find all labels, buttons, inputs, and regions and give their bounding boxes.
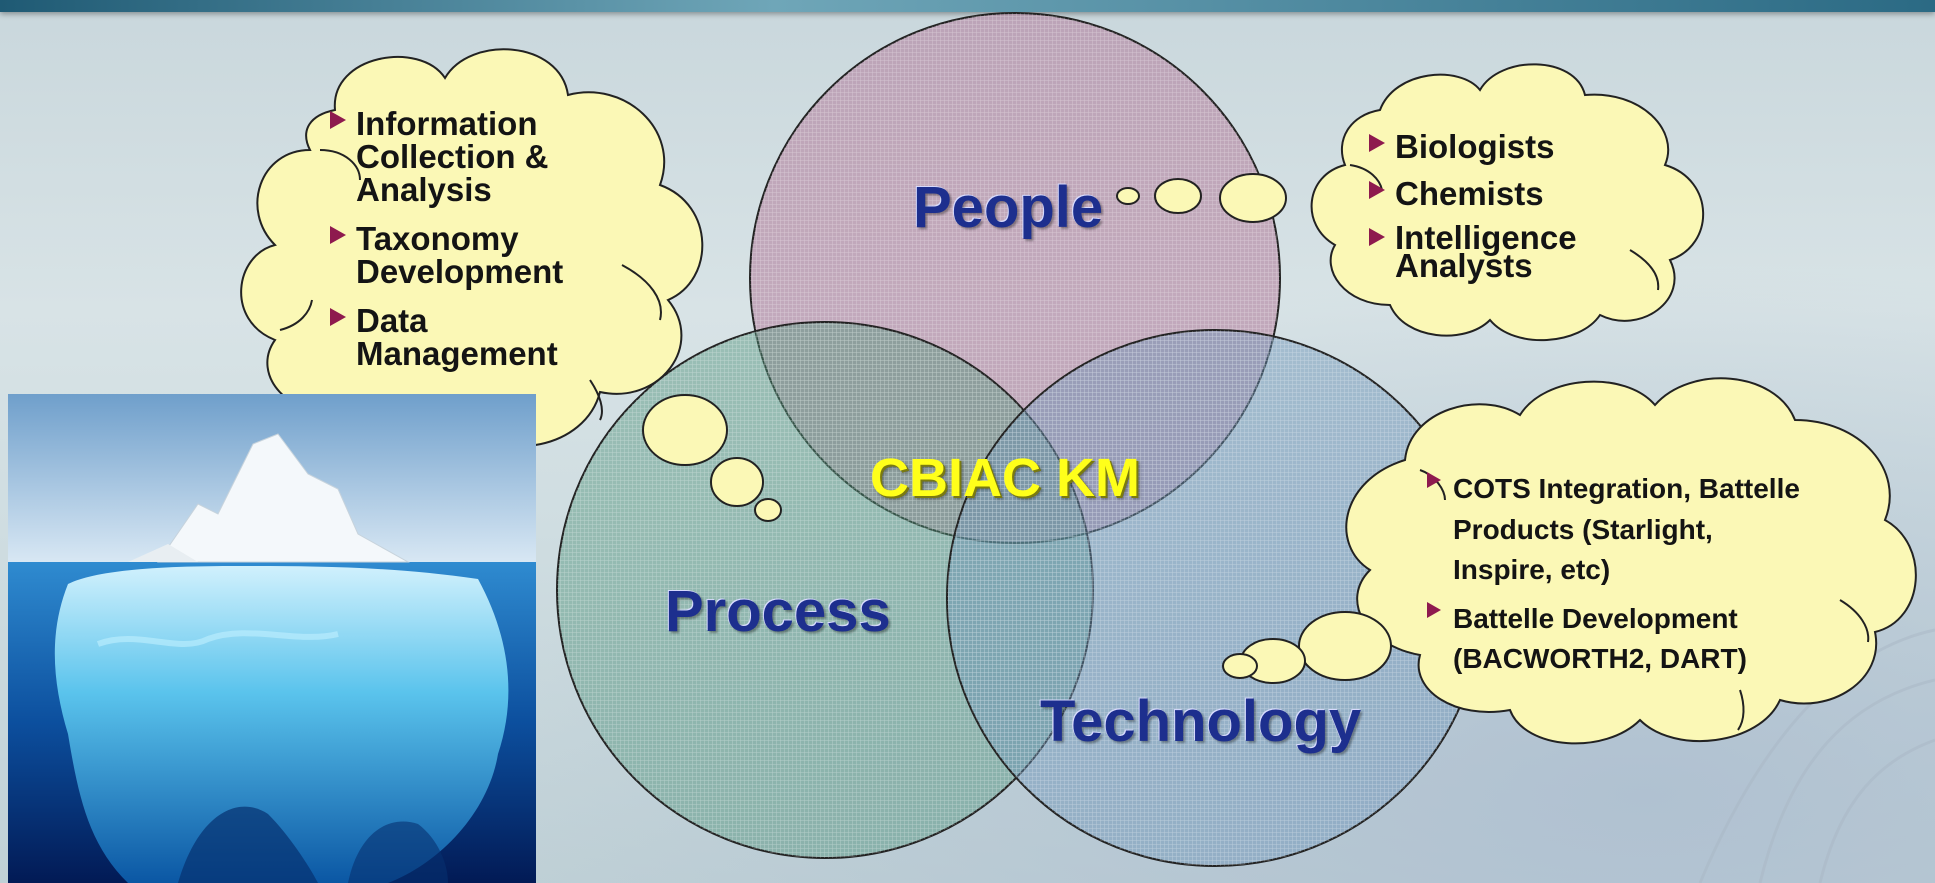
technology-thought-cloud xyxy=(1222,377,1917,745)
bullet-arrow-icon xyxy=(1427,602,1441,619)
list-item: Taxonomy Development xyxy=(330,222,620,288)
technology-bullet-list: COTS Integration, Battelle Products (Sta… xyxy=(1427,469,1807,688)
bullet-arrow-icon xyxy=(1427,472,1441,489)
list-item: Biologists xyxy=(1369,130,1639,163)
people-label: People xyxy=(913,175,1104,240)
list-item: Information Collection & Analysis xyxy=(330,107,620,206)
process-thought-cloud xyxy=(240,48,782,522)
bullet-arrow-icon xyxy=(1369,133,1385,152)
center-label: CBIAC KM xyxy=(870,448,1140,508)
list-item: Intelligence Analysts xyxy=(1369,221,1639,282)
process-label: Process xyxy=(665,579,891,644)
bullet-arrow-icon xyxy=(1369,227,1385,246)
list-item: Battelle Development (BACWORTH2, DART) xyxy=(1427,599,1807,680)
process-bullet-list: Information Collection & Analysis Taxono… xyxy=(330,107,620,386)
list-item: Data Management xyxy=(330,304,620,370)
iceberg-image xyxy=(8,394,536,883)
bullet-arrow-icon xyxy=(330,307,346,326)
list-item: Chemists xyxy=(1369,177,1639,210)
people-bullet-list: Biologists Chemists Intelligence Analyst… xyxy=(1369,130,1639,296)
list-item: COTS Integration, Battelle Products (Sta… xyxy=(1427,469,1807,591)
technology-label: Technology xyxy=(1040,689,1362,754)
bullet-arrow-icon xyxy=(1369,180,1385,199)
people-thought-cloud xyxy=(1116,63,1705,341)
bullet-arrow-icon xyxy=(330,110,346,129)
bullet-arrow-icon xyxy=(330,225,346,244)
technology-circle xyxy=(946,329,1484,867)
